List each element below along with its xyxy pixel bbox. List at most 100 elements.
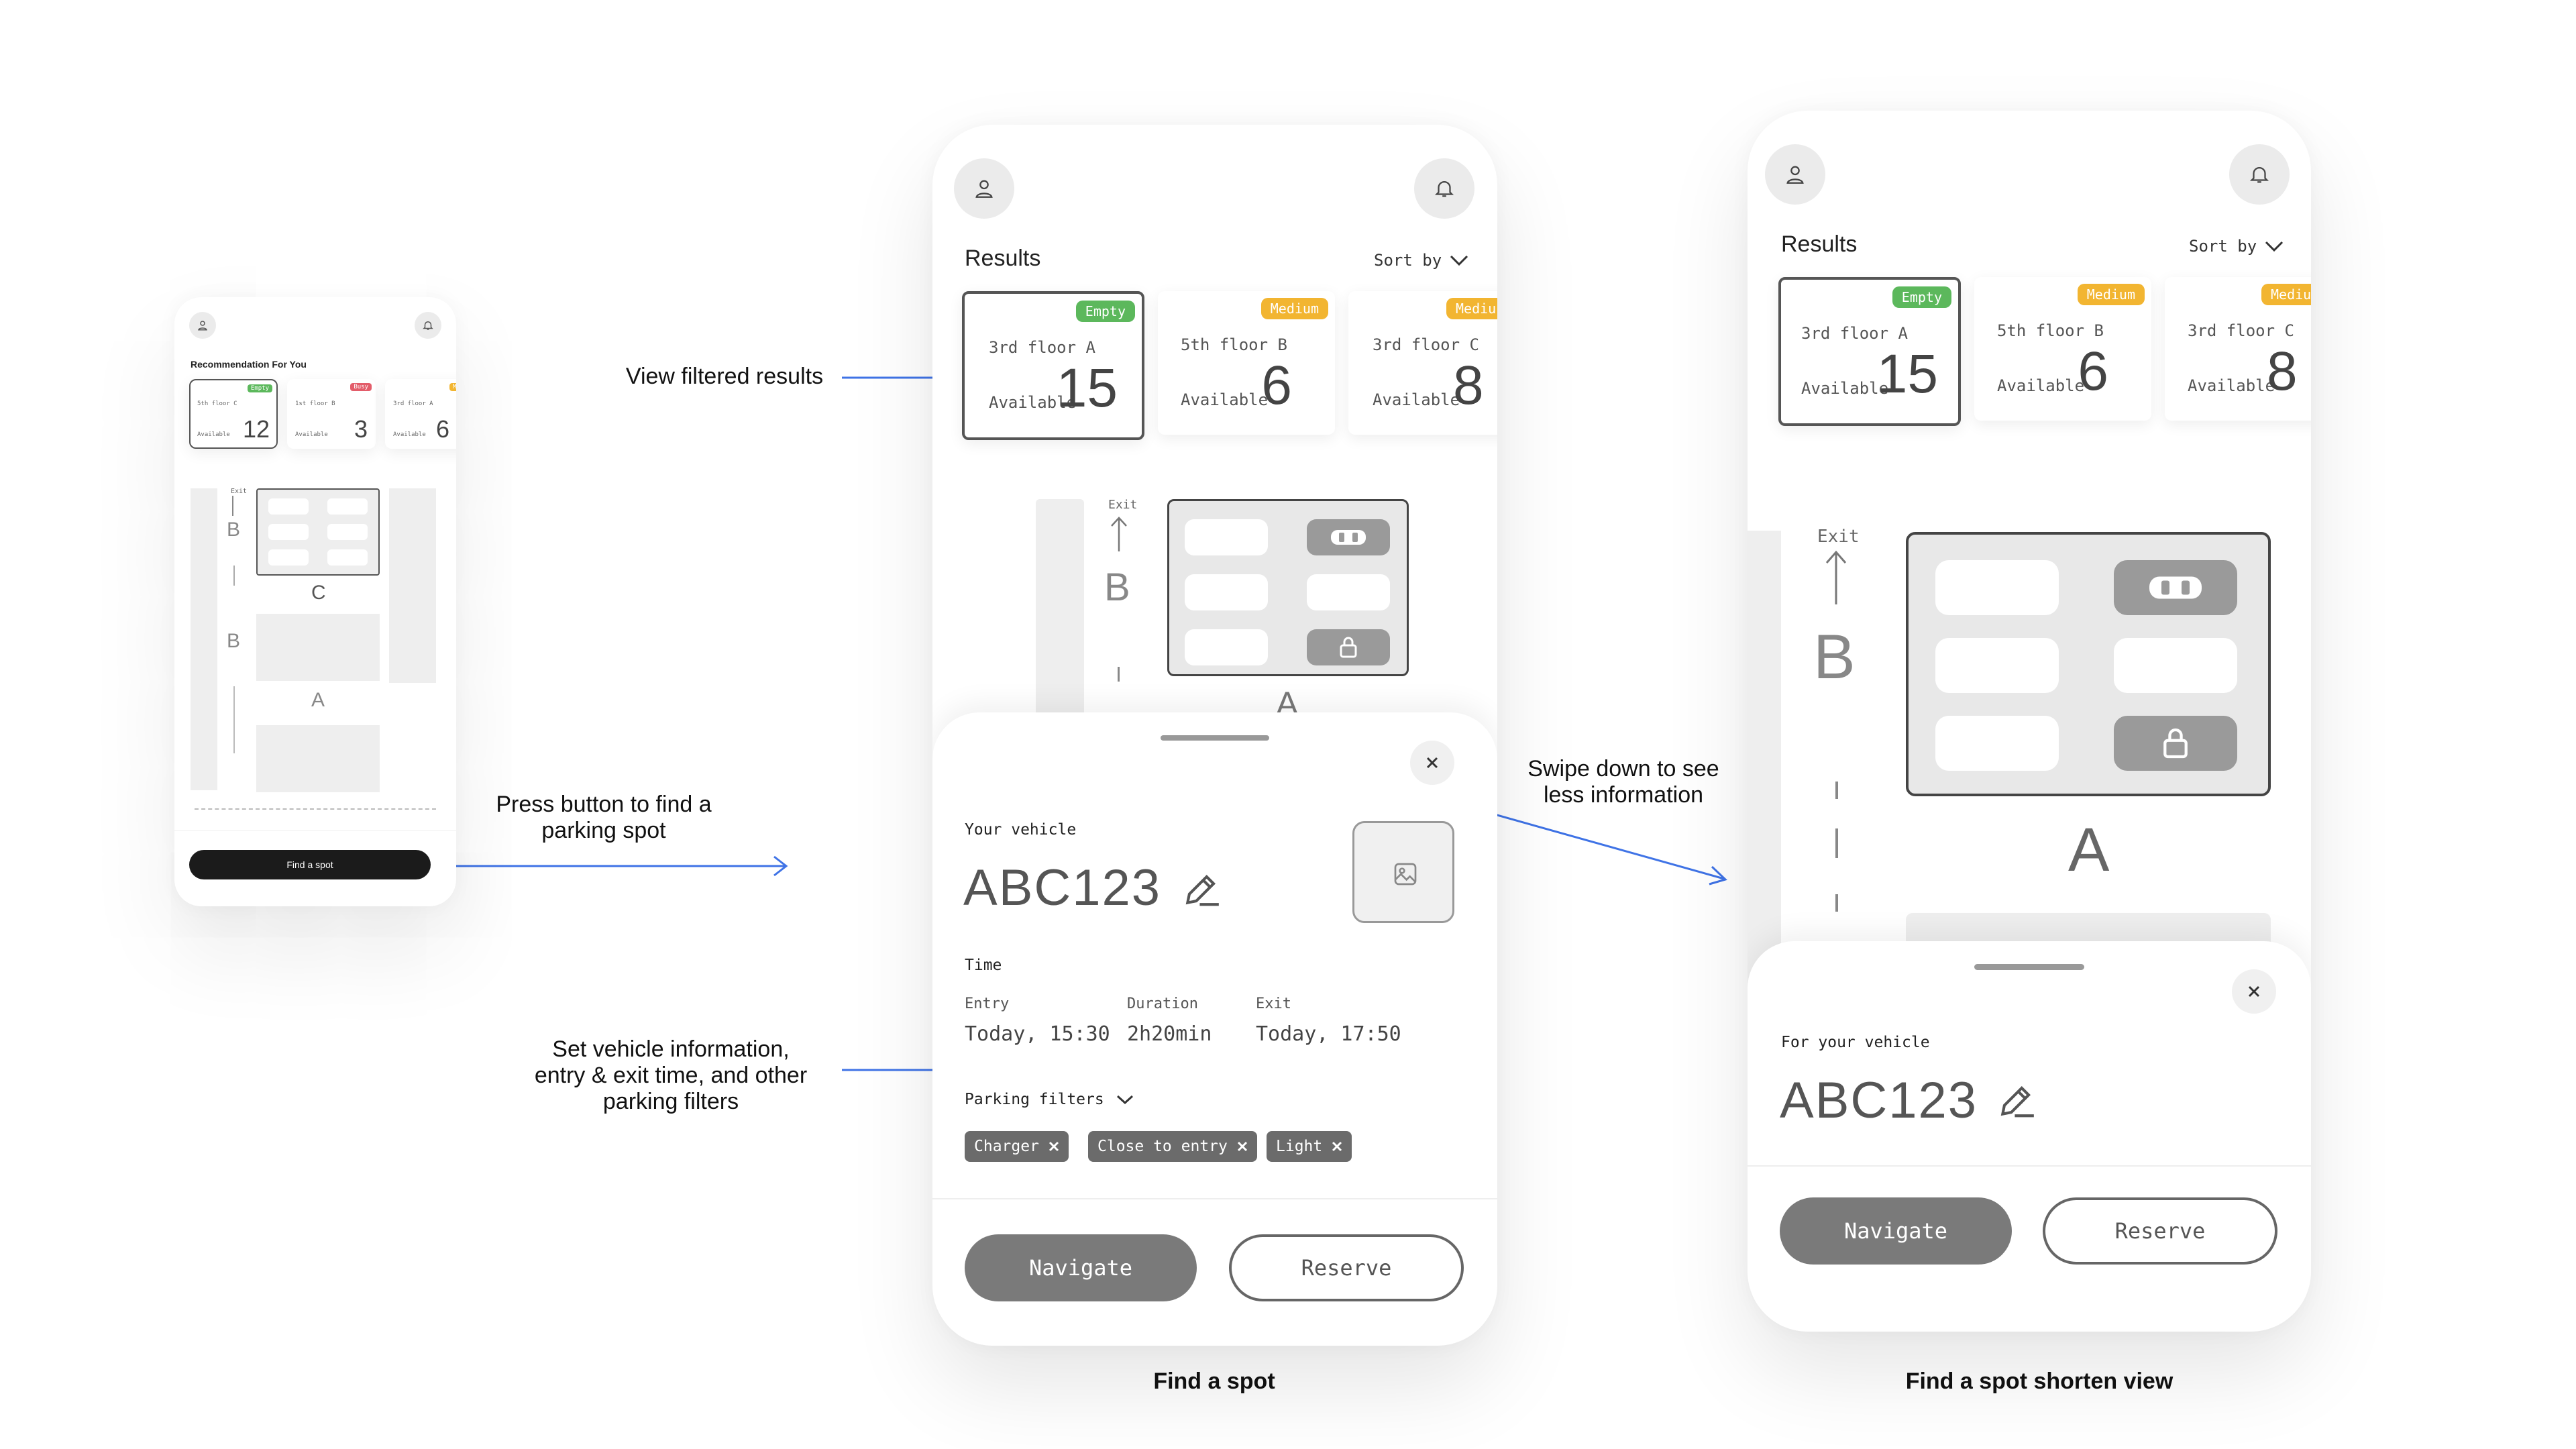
sort-by-dropdown[interactable]: Sort by bbox=[2189, 237, 2284, 256]
result-card[interactable]: Empty 3rd floor A Available 15 bbox=[1778, 277, 1961, 426]
vehicle-plate: ABC123 bbox=[963, 859, 1162, 916]
bottom-sheet[interactable]: For your vehicle ABC123 Navigate Reserve bbox=[1748, 941, 2311, 1332]
profile-button[interactable] bbox=[954, 158, 1014, 219]
entry-value[interactable]: Today, 15:30 bbox=[965, 1022, 1110, 1046]
duration-label: Duration bbox=[1127, 996, 1198, 1012]
close-icon[interactable] bbox=[1332, 1141, 1342, 1152]
phone-shorten-view: Results Sort by Empty 3rd floor A Availa… bbox=[1748, 111, 2311, 1332]
parking-filters-toggle[interactable]: Parking filters bbox=[965, 1091, 1134, 1108]
parking-slot[interactable] bbox=[1307, 574, 1390, 610]
profile-button[interactable] bbox=[189, 312, 216, 339]
parking-slot[interactable] bbox=[327, 524, 368, 540]
notifications-button[interactable] bbox=[415, 312, 441, 339]
filter-chip-light[interactable]: Light bbox=[1267, 1131, 1352, 1162]
recommendation-card[interactable]: Busy 1st floor B Available 3 bbox=[287, 379, 376, 449]
card-available-label: Available bbox=[1801, 379, 1889, 398]
sort-by-dropdown[interactable]: Sort by bbox=[1374, 251, 1468, 270]
reserve-button[interactable]: Reserve bbox=[2043, 1197, 2277, 1265]
duration-value[interactable]: 2h20min bbox=[1127, 1022, 1212, 1046]
card-available-label: Available bbox=[295, 431, 328, 438]
parking-slot[interactable] bbox=[327, 549, 368, 566]
map-divider bbox=[1835, 782, 1838, 799]
status-badge: Medium bbox=[1260, 298, 1328, 319]
parking-slot[interactable] bbox=[268, 498, 309, 515]
user-icon bbox=[198, 321, 207, 331]
close-button[interactable] bbox=[2232, 969, 2276, 1014]
card-floor: 5th floor C bbox=[197, 400, 237, 407]
lock-icon bbox=[1340, 637, 1357, 658]
filter-chip-close-to-entry[interactable]: Close to entry bbox=[1088, 1131, 1257, 1162]
user-icon bbox=[975, 180, 993, 198]
drag-handle[interactable] bbox=[1974, 964, 2084, 970]
result-card[interactable]: Medium 5th floor B Available 6 bbox=[1158, 291, 1335, 435]
recommendation-card[interactable]: Empty 5th floor C Available 12 bbox=[189, 379, 278, 449]
reserve-button[interactable]: Reserve bbox=[1229, 1234, 1464, 1301]
notifications-button[interactable] bbox=[1414, 158, 1474, 219]
map-lane bbox=[389, 488, 436, 683]
close-icon bbox=[2248, 985, 2260, 998]
card-count: 8 bbox=[2267, 341, 2298, 402]
parking-slot[interactable] bbox=[268, 549, 309, 566]
close-icon[interactable] bbox=[1237, 1141, 1248, 1152]
parking-slot[interactable] bbox=[327, 498, 368, 515]
result-card[interactable]: Mediu 3rd floor C Available 8 bbox=[1348, 291, 1497, 435]
navigate-button[interactable]: Navigate bbox=[965, 1234, 1197, 1301]
close-icon[interactable] bbox=[1049, 1141, 1059, 1152]
bottom-sheet[interactable]: Your vehicle ABC123 Time Entry Today, 15… bbox=[932, 712, 1497, 1346]
sort-label: Sort by bbox=[1374, 251, 1442, 270]
result-card[interactable]: Empty 3rd floor A Available 15 bbox=[962, 291, 1144, 440]
annotation-line: Press button to find a bbox=[496, 792, 712, 817]
vehicle-photo-placeholder[interactable] bbox=[1352, 821, 1454, 923]
chevron-down-icon bbox=[1116, 1095, 1133, 1105]
parking-slot[interactable] bbox=[1185, 574, 1268, 610]
chevron-down-icon bbox=[2265, 241, 2284, 252]
status-badge: Mediu bbox=[2261, 284, 2311, 305]
drag-handle[interactable] bbox=[1161, 735, 1269, 741]
parking-slot[interactable] bbox=[1935, 716, 2059, 771]
edit-icon[interactable] bbox=[1996, 1079, 2037, 1121]
navigate-button[interactable]: Navigate bbox=[1780, 1197, 2012, 1265]
map-exit-label: Exit bbox=[231, 488, 248, 495]
card-floor: 5th floor B bbox=[1181, 335, 1287, 354]
card-available-label: Available bbox=[2188, 376, 2275, 395]
filter-chip-charger[interactable]: Charger bbox=[965, 1131, 1069, 1162]
result-card[interactable]: Mediu 3rd floor C Available 8 bbox=[2165, 277, 2311, 421]
exit-value[interactable]: Today, 17:50 bbox=[1256, 1022, 1401, 1046]
card-count: 3 bbox=[354, 415, 368, 443]
annotation-press-button: Press button to find a parking spot bbox=[470, 792, 738, 844]
recommendation-card[interactable]: Mediu 3rd floor A Available 6 bbox=[385, 379, 456, 449]
profile-button[interactable] bbox=[1765, 144, 1825, 205]
bell-icon bbox=[423, 321, 433, 330]
user-icon bbox=[1786, 166, 1804, 184]
parking-slot[interactable] bbox=[1185, 519, 1268, 555]
map-lane bbox=[191, 488, 217, 790]
parking-slot[interactable] bbox=[1935, 638, 2059, 693]
caption-find-spot: Find a spot bbox=[1153, 1368, 1275, 1394]
status-badge: Mediu bbox=[1446, 298, 1497, 319]
exit-arrow-icon bbox=[1825, 550, 1847, 604]
close-button[interactable] bbox=[1410, 741, 1454, 785]
card-floor: 3rd floor C bbox=[2188, 321, 2294, 340]
results-title: Results bbox=[965, 246, 1041, 271]
notifications-button[interactable] bbox=[2229, 144, 2290, 205]
result-card[interactable]: Medium 5th floor B Available 6 bbox=[1974, 277, 2151, 421]
annotation-line: parking filters bbox=[602, 1089, 739, 1114]
exit-arrow-icon bbox=[1111, 517, 1127, 551]
card-floor: 1st floor B bbox=[295, 400, 335, 407]
map-divider bbox=[1118, 667, 1120, 682]
map-section-label: A bbox=[2068, 816, 2110, 884]
occupied-slot bbox=[1307, 519, 1390, 555]
parking-slot[interactable] bbox=[2114, 638, 2237, 693]
parking-slot[interactable] bbox=[1935, 560, 2059, 615]
card-count: 6 bbox=[1261, 355, 1292, 416]
sheet-divider bbox=[932, 1198, 1497, 1199]
map-divider bbox=[233, 686, 235, 753]
parking-slot[interactable] bbox=[1185, 629, 1268, 665]
find-spot-button[interactable]: Find a spot bbox=[189, 850, 431, 879]
exit-label: Exit bbox=[1256, 996, 1291, 1012]
chip-label: Close to entry bbox=[1097, 1138, 1228, 1155]
edit-icon[interactable] bbox=[1181, 868, 1222, 910]
map-section-label: B bbox=[1104, 566, 1130, 609]
card-available-label: Available bbox=[1181, 390, 1269, 409]
parking-slot[interactable] bbox=[268, 524, 309, 540]
